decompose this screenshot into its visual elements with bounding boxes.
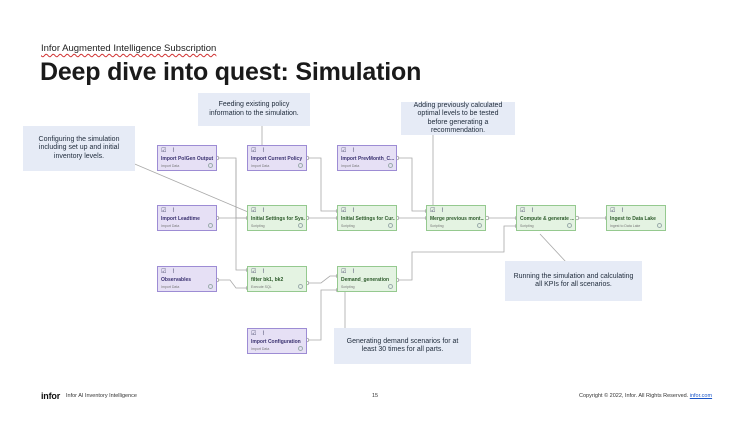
node-filter-bk[interactable]: ☑ ⌇ filter bk1, bk2 Execute SQL <box>247 266 307 292</box>
pointer-running <box>539 233 567 263</box>
node-tools-icon: ☑ ⌇ <box>610 208 626 214</box>
node-import-configuration[interactable]: ☑ ⌇ Import Configuration Import Data <box>247 328 307 354</box>
node-ingest-data-lake[interactable]: ☑ ⌇ Ingest to Data Lake Ingest to Data L… <box>606 205 666 231</box>
node-type: Import Data <box>341 164 360 168</box>
node-type: Scripting <box>251 224 265 228</box>
callout-configure: Configuring the simulation including set… <box>23 126 135 171</box>
node-label: Initial Settings for Sys... <box>251 216 305 222</box>
link-observables-filter <box>217 279 248 289</box>
callout-adding: Adding previously calculated optimal lev… <box>401 102 515 135</box>
status-check-icon <box>298 284 303 289</box>
node-label: filter bk1, bk2 <box>251 277 284 283</box>
link-polgen-initial <box>217 157 248 219</box>
footer-product-name: Infor AI Inventory Intelligence <box>66 393 137 399</box>
node-demand-generation[interactable]: ☑ ⌇ Demand_generation Scripting <box>337 266 397 292</box>
status-check-icon <box>298 346 303 351</box>
node-tools-icon: ☑ ⌇ <box>161 148 177 154</box>
node-type: Import Data <box>161 224 180 228</box>
node-label: Observables <box>161 277 192 283</box>
link-config-demand <box>307 289 338 341</box>
node-tools-icon: ☑ ⌇ <box>520 208 536 214</box>
node-label: Initial Settings for Cur... <box>341 216 395 222</box>
node-import-current-policy[interactable]: ☑ ⌇ Import Current Policy Import Data <box>247 145 307 171</box>
node-compute-generate[interactable]: ☑ ⌇ Compute & generate ... Scripting <box>516 205 576 231</box>
slide-subtitle: Infor Augmented Intelligence Subscriptio… <box>41 43 217 54</box>
node-tools-icon: ☑ ⌇ <box>430 208 446 214</box>
node-label: Import Current Policy <box>251 156 303 162</box>
status-check-icon <box>298 223 303 228</box>
status-check-icon <box>567 223 572 228</box>
node-label: Ingest to Data Lake <box>610 216 656 222</box>
node-label: Compute & generate ... <box>520 216 574 222</box>
node-tools-icon: ☑ ⌇ <box>251 208 267 214</box>
node-initial-settings-cur[interactable]: ☑ ⌇ Initial Settings for Cur... Scriptin… <box>337 205 397 231</box>
status-check-icon <box>388 284 393 289</box>
node-merge-previous-month[interactable]: ☑ ⌇ Merge previous mont... Scripting <box>426 205 486 231</box>
node-import-polgen-output[interactable]: ☑ ⌇ Import PolGen Output Import Data <box>157 145 217 171</box>
slide-title: Deep dive into quest: Simulation <box>40 58 422 86</box>
node-label: Merge previous mont... <box>430 216 484 222</box>
node-type: Import Data <box>161 164 180 168</box>
node-tools-icon: ☑ ⌇ <box>251 331 267 337</box>
node-tools-icon: ☑ ⌇ <box>341 208 357 214</box>
node-initial-settings-sys[interactable]: ☑ ⌇ Initial Settings for Sys... Scriptin… <box>247 205 307 231</box>
node-label: Import Leadtime <box>161 216 200 222</box>
status-check-icon <box>388 223 393 228</box>
node-observables[interactable]: ☑ ⌇ Observables Import Data <box>157 266 217 292</box>
node-label: Import Configuration <box>251 339 301 345</box>
node-import-prevmonth[interactable]: ☑ ⌇ Import PrevMonth_C... Import Data <box>337 145 397 171</box>
node-import-leadtime[interactable]: ☑ ⌇ Import Leadtime Import Data <box>157 205 217 231</box>
infor-link[interactable]: infor.com <box>689 393 713 399</box>
node-type: Scripting <box>341 285 355 289</box>
infor-logo: infor <box>41 391 60 401</box>
status-check-icon <box>208 284 213 289</box>
node-tools-icon: ☑ ⌇ <box>341 269 357 275</box>
footer-copyright: Copyright © 2022, Infor. All Rights Rese… <box>579 393 712 399</box>
node-label: Demand_generation <box>341 277 390 283</box>
status-check-icon <box>208 163 213 168</box>
status-check-icon <box>657 223 662 228</box>
status-check-icon <box>388 163 393 168</box>
pointer-configure <box>129 161 249 213</box>
link-demand-compute <box>397 225 517 281</box>
link-prevmonth-merge <box>397 157 427 212</box>
node-label: Import PolGen Output <box>161 156 214 162</box>
node-tools-icon: ☑ ⌇ <box>341 148 357 154</box>
node-type: Ingest to Data Lake <box>610 224 641 228</box>
callout-feeding: Feeding existing policy information to t… <box>198 93 310 126</box>
status-check-icon <box>477 223 482 228</box>
node-label: Import PrevMonth_C... <box>341 156 395 162</box>
node-tools-icon: ☑ ⌇ <box>251 148 267 154</box>
link-filter-demand <box>307 275 338 284</box>
node-type: Scripting <box>341 224 355 228</box>
node-type: Import Data <box>251 164 270 168</box>
link-polgen-filter <box>235 160 248 271</box>
copyright-text: Copyright © 2022, Infor. All Rights Rese… <box>579 393 689 399</box>
node-type: Scripting <box>520 224 534 228</box>
node-type: Import Data <box>251 347 270 351</box>
node-type: Import Data <box>161 285 180 289</box>
status-check-icon <box>298 163 303 168</box>
callout-generating: Generating demand scenarios for at least… <box>334 328 471 364</box>
node-tools-icon: ☑ ⌇ <box>251 269 267 275</box>
page-number: 15 <box>372 393 379 399</box>
status-check-icon <box>208 223 213 228</box>
node-type: Scripting <box>430 224 444 228</box>
callout-running: Running the simulation and calculating a… <box>505 261 642 301</box>
node-tools-icon: ☑ ⌇ <box>161 269 177 275</box>
link-current-initialcur <box>307 157 338 212</box>
node-type: Execute SQL <box>251 285 272 289</box>
node-tools-icon: ☑ ⌇ <box>161 208 177 214</box>
